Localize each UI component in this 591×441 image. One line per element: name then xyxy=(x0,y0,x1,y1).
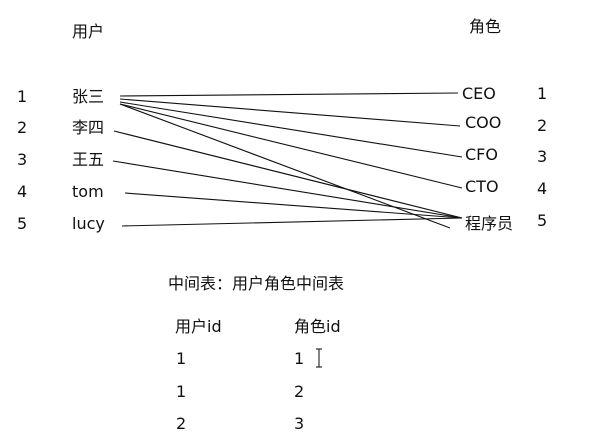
role-name: CFO xyxy=(465,145,498,164)
middle-table-caption: 中间表：用户角色中间表 xyxy=(168,274,345,293)
link-line-user1-role1 xyxy=(119,92,459,97)
user-name: 王五 xyxy=(72,150,105,169)
role-name: 程序员 xyxy=(465,214,514,233)
link-line-user1-role3 xyxy=(119,101,463,158)
table-cell: 1 xyxy=(176,349,187,368)
role-number: 1 xyxy=(537,84,548,103)
role-name: CTO xyxy=(465,177,499,196)
role-header: 角色 xyxy=(469,17,502,36)
role-number: 5 xyxy=(537,211,548,230)
user-number: 2 xyxy=(17,118,28,137)
user-header: 用户 xyxy=(72,22,105,41)
link-line-user1-role4 xyxy=(119,103,463,189)
user-name: 李四 xyxy=(72,118,105,137)
column-header-role-id: 角色id xyxy=(294,317,341,336)
user-name: lucy xyxy=(72,214,105,233)
role-number: 2 xyxy=(537,116,548,135)
user-number: 1 xyxy=(17,87,28,106)
user-number: 3 xyxy=(17,150,28,169)
link-line-user1-role5 xyxy=(119,103,451,229)
role-name: CEO xyxy=(462,84,496,103)
table-cell: 2 xyxy=(176,414,187,433)
link-line-user3-role5 xyxy=(112,160,463,219)
user-number: 5 xyxy=(17,214,28,233)
user-number: 4 xyxy=(17,182,28,201)
link-line-user1-role2 xyxy=(119,98,461,127)
table-cell: 2 xyxy=(294,382,305,401)
role-number: 3 xyxy=(537,147,548,166)
user-name: 张三 xyxy=(72,87,105,106)
user-name: tom xyxy=(72,182,104,201)
column-header-user-id: 用户id xyxy=(175,317,222,336)
table-cell: 3 xyxy=(294,414,305,433)
link-line-user2-role5 xyxy=(113,130,463,219)
table-cell: 1 xyxy=(176,382,187,401)
link-line-user5-role5 xyxy=(121,217,463,227)
table-cell: 1 xyxy=(294,349,305,368)
link-line-user4-role5 xyxy=(124,192,463,219)
role-number: 4 xyxy=(537,179,548,198)
text-cursor-icon xyxy=(316,348,322,368)
role-name: COO xyxy=(465,113,502,132)
